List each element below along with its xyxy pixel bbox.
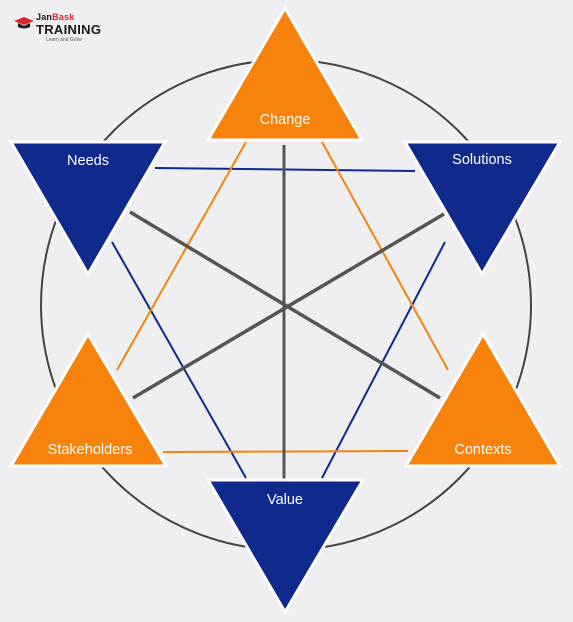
label-needs: Needs <box>67 153 109 169</box>
logo-brand-part1: Jan <box>36 12 53 22</box>
node-needs: Needs <box>8 140 168 277</box>
label-stakeholders: Stakeholders <box>48 442 133 458</box>
graduation-cap-icon <box>14 17 34 29</box>
triangle-change <box>205 5 365 142</box>
node-stakeholders: Stakeholders <box>8 331 169 468</box>
line-needs-contexts <box>129 210 441 400</box>
line-needs-value <box>111 241 247 479</box>
logo-brand-part2: Bask <box>52 12 75 22</box>
logo-name: TRAINING <box>36 22 102 37</box>
triangle-needs <box>8 140 168 277</box>
triangle-value <box>205 478 366 615</box>
label-change: Change <box>260 112 311 128</box>
label-solutions: Solutions <box>452 152 512 168</box>
line-change-stakeholders <box>116 141 247 371</box>
triangle-stakeholders <box>8 331 169 468</box>
logo-tagline: Learn and Grow <box>46 37 82 43</box>
label-contexts: Contexts <box>454 442 511 458</box>
node-change: Change <box>205 5 365 142</box>
janbask-logo: JanBask TRAINING Learn and Grow <box>14 8 104 48</box>
line-solutions-value <box>321 241 446 479</box>
line-change-contexts <box>321 141 449 371</box>
node-solutions: Solutions <box>402 140 563 277</box>
logo-brand: JanBask <box>36 12 74 22</box>
node-contexts: Contexts <box>403 331 563 468</box>
node-value: Value <box>205 478 366 615</box>
label-value: Value <box>267 492 303 508</box>
line-solutions-stakeholders <box>132 212 445 400</box>
triangle-contexts <box>403 331 563 468</box>
connector-lines <box>111 141 449 480</box>
triangle-solutions <box>402 140 563 277</box>
